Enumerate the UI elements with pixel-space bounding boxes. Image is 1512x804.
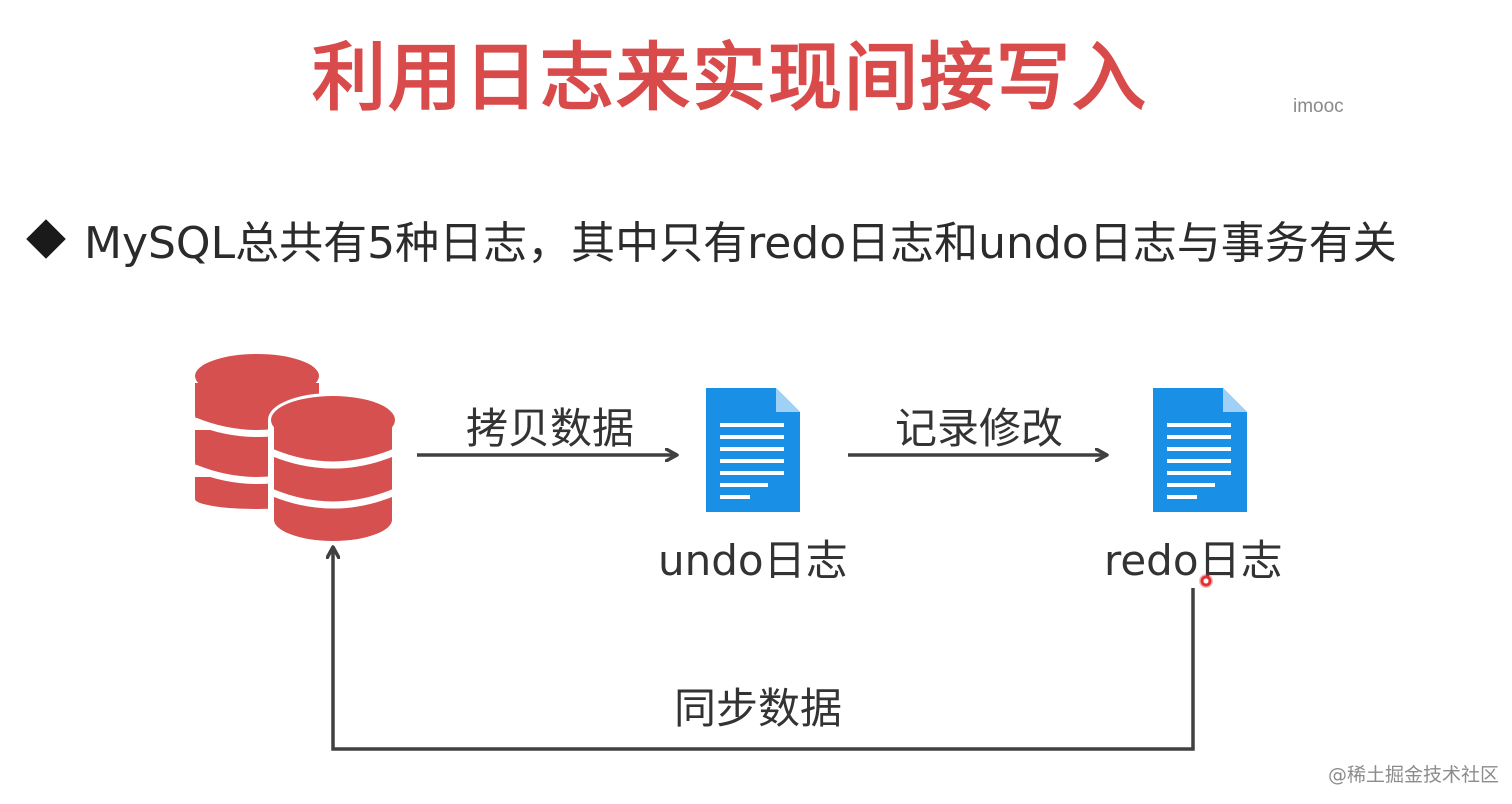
- arrow-sync-data: [333, 548, 1195, 751]
- database-icon: [193, 354, 398, 547]
- pointer-cursor-icon: [1199, 574, 1213, 588]
- redo-log-label: redo日志: [1104, 536, 1283, 585]
- undo-log-label: undo日志: [658, 536, 848, 585]
- bullet-point: MySQL总共有5种日志，其中只有redo日志和undo日志与事务有关: [24, 207, 1397, 271]
- sync-data-label: 同步数据: [674, 684, 843, 733]
- bullet-text: MySQL总共有5种日志，其中只有redo日志和undo日志与事务有关: [84, 218, 1397, 269]
- imooc-watermark: imooc: [1293, 96, 1344, 117]
- juejin-watermark: @稀土掘金技术社区: [1328, 764, 1500, 786]
- record-changes-label: 记录修改: [895, 404, 1064, 453]
- slide-title: 利用日志来实现间接写入: [312, 35, 1148, 121]
- redo-log-document-icon: [1153, 388, 1247, 512]
- undo-log-document-icon: [706, 388, 800, 512]
- copy-data-label: 拷贝数据: [466, 404, 635, 453]
